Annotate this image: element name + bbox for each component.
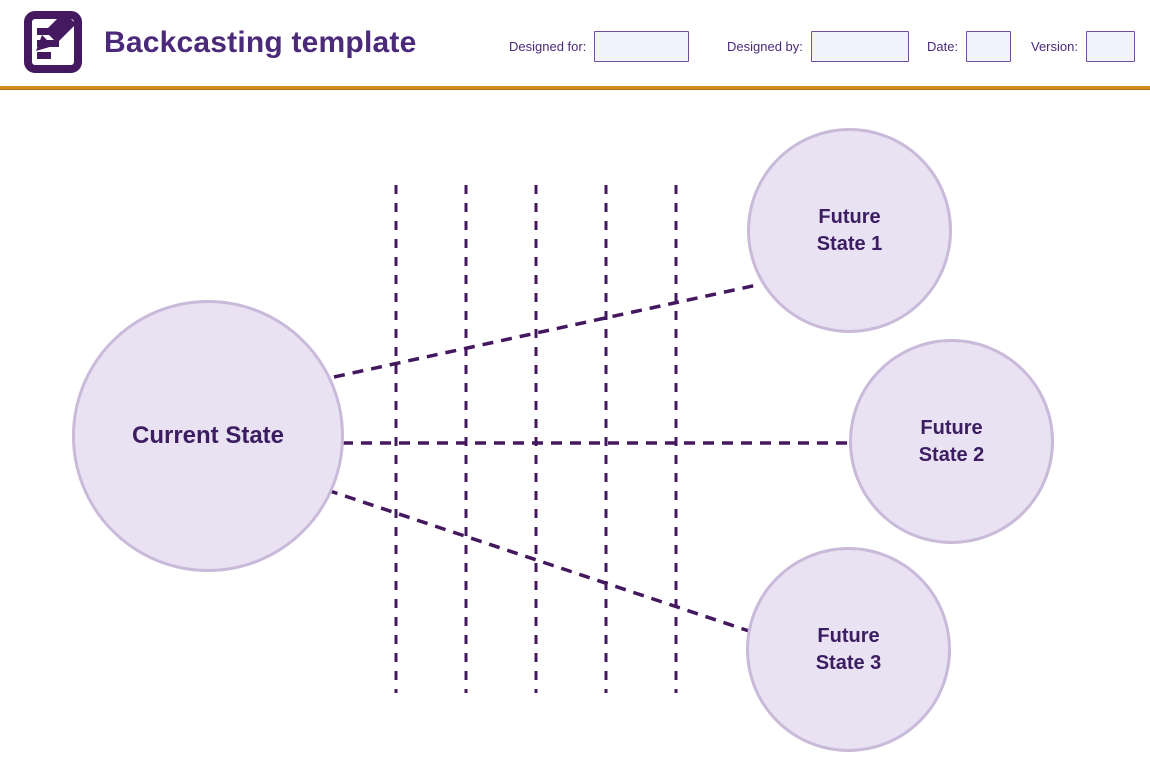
connector-future-state-3	[326, 488, 750, 633]
future-state-3-label: Future State 3	[816, 623, 882, 677]
future-state-3-circle: Future State 3	[746, 547, 951, 752]
current-state-circle: Current State	[72, 300, 344, 572]
future-state-3-line1: Future	[817, 624, 880, 647]
header-divider	[0, 86, 1150, 90]
future-state-2-line2: State 2	[918, 443, 985, 466]
version-input[interactable]	[1085, 31, 1135, 62]
future-state-1-circle: Future State 1	[747, 128, 952, 333]
connector-future-state-1	[333, 283, 758, 379]
designed-by-input[interactable]	[810, 31, 909, 62]
future-state-3-line2: State 3	[815, 651, 882, 674]
current-state-label: Current State	[131, 422, 285, 449]
version-field-group: Version:	[1031, 30, 1135, 63]
future-state-2-line1: Future	[920, 416, 983, 439]
designed-by-field-group: Designed by:	[727, 30, 909, 63]
designed-by-label: Designed by:	[727, 39, 803, 54]
date-label: Date:	[927, 39, 959, 54]
version-label: Version:	[1031, 39, 1078, 54]
future-state-1-line1: Future	[818, 205, 881, 228]
future-state-1-line2: State 1	[816, 232, 883, 255]
designed-for-input[interactable]	[594, 31, 690, 62]
future-state-1-label: Future State 1	[817, 204, 883, 258]
designed-for-field-group: Designed for:	[509, 30, 690, 63]
date-field-group: Date:	[927, 30, 1012, 63]
designed-for-label: Designed for:	[509, 39, 587, 54]
document-pencil-icon	[22, 9, 86, 75]
future-state-2-label: Future State 2	[919, 415, 985, 469]
future-state-2-circle: Future State 2	[849, 339, 1054, 544]
page-title: Backcasting template	[104, 26, 417, 59]
date-input[interactable]	[966, 31, 1012, 62]
